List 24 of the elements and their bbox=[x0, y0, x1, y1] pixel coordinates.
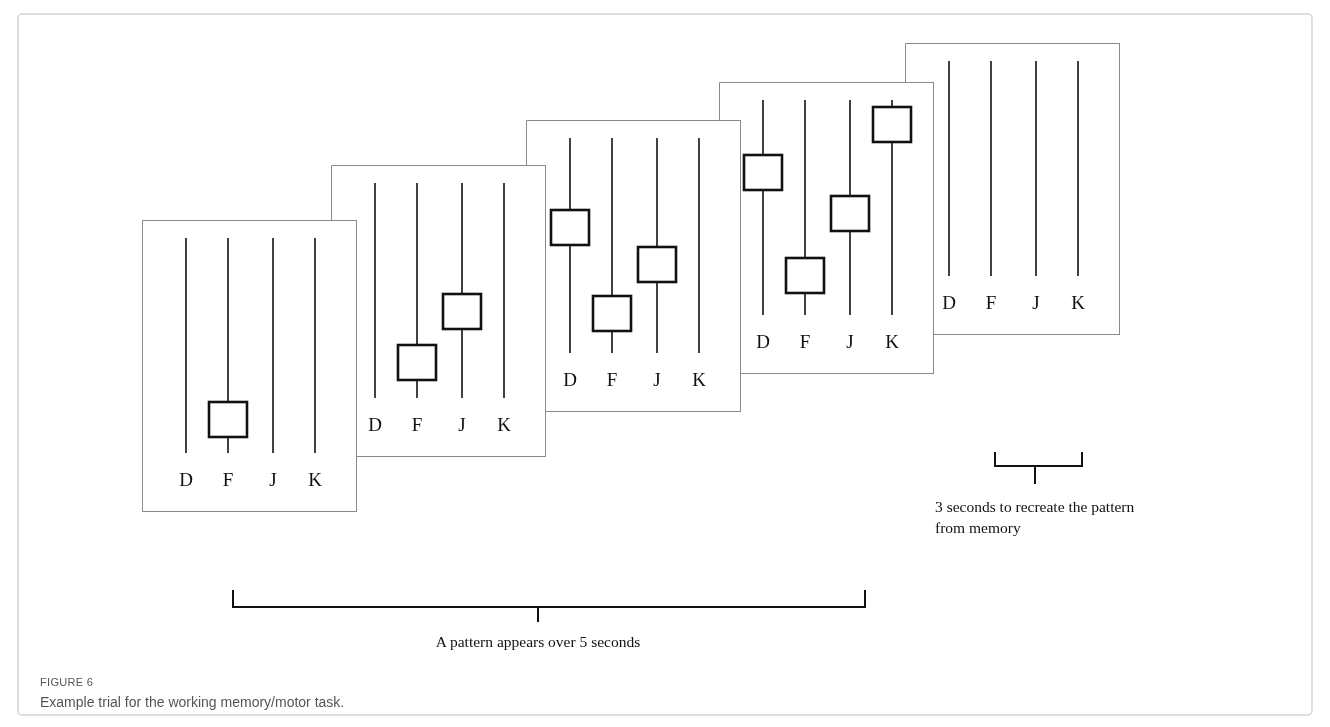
key-label: J bbox=[846, 332, 854, 351]
key-label: K bbox=[1071, 293, 1085, 312]
key-label: J bbox=[458, 415, 466, 434]
key-label: K bbox=[308, 470, 322, 489]
key-label: F bbox=[606, 370, 618, 389]
key-label: D bbox=[942, 293, 956, 312]
key-label: K bbox=[692, 370, 706, 389]
key-label: K bbox=[885, 332, 899, 351]
duration-label: A pattern appears over 5 seconds bbox=[434, 632, 642, 652]
key-label: F bbox=[411, 415, 423, 434]
duration-label: 3 seconds to recreate the pattern from memory bbox=[935, 497, 1136, 538]
figure-number: FIGURE 6 bbox=[40, 676, 94, 688]
key-label: K bbox=[497, 415, 511, 434]
key-label: J bbox=[269, 470, 277, 489]
key-label: F bbox=[799, 332, 811, 351]
key-label: J bbox=[653, 370, 661, 389]
key-label: D bbox=[563, 370, 577, 389]
key-label: F bbox=[222, 470, 234, 489]
key-label: D bbox=[756, 332, 770, 351]
key-label: D bbox=[368, 415, 382, 434]
key-label: F bbox=[985, 293, 997, 312]
figure-caption: Example trial for the working memory/motor task. bbox=[40, 694, 345, 710]
key-label: J bbox=[1032, 293, 1040, 312]
key-label: D bbox=[179, 470, 193, 489]
